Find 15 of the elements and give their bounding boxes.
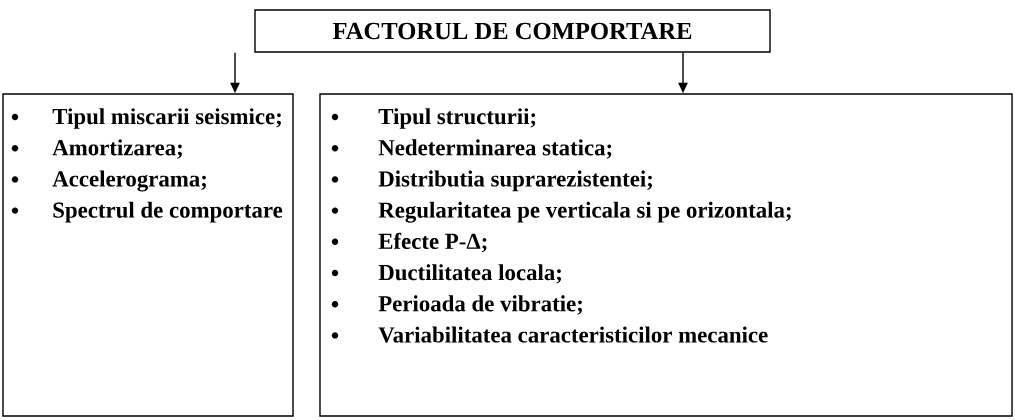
title-box: FACTORUL DE COMPORTARE — [254, 9, 771, 53]
list-item: Tipul structurii; — [331, 108, 536, 129]
list-item: Efecte P-Δ; — [331, 232, 487, 253]
list-box — [2, 93, 294, 417]
list-item: Amortizarea; — [11, 139, 182, 159]
list-item: Nedeterminarea statica; — [331, 139, 612, 159]
list-item: Regularitatea pe verticala si pe orizontala; — [331, 201, 791, 223]
list-item: Ductilitatea locala; — [331, 264, 561, 284]
list-item: Variabilitatea caracteristicilor mecanice — [331, 326, 768, 343]
list-item: Spectrul de comportare — [11, 201, 283, 223]
list-item: Distributia suprarezistentei; — [331, 170, 652, 192]
list-item: Accelerograma; — [11, 170, 206, 192]
list-item: Perioada de vibratie; — [331, 295, 582, 315]
list-box — [319, 93, 1013, 417]
list-item: Tipul miscarii seismice; — [11, 108, 281, 129]
